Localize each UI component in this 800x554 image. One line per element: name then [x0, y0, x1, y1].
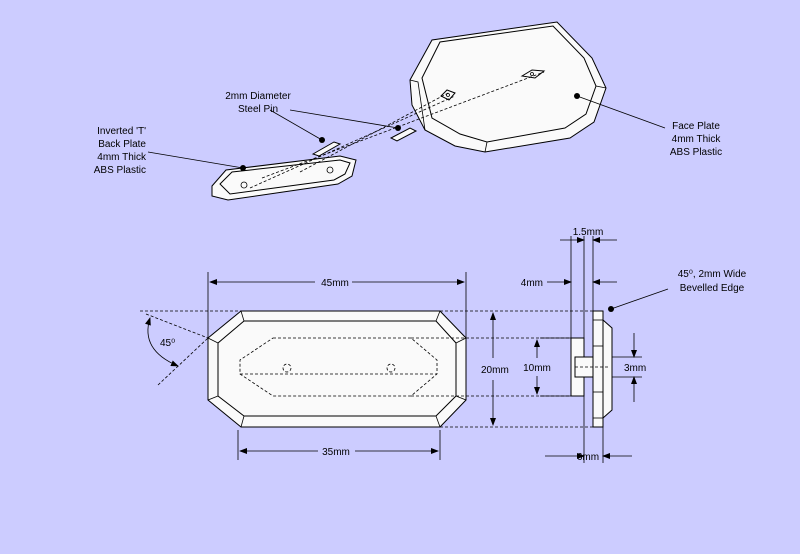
assembly-line-1: [261, 71, 545, 179]
assembly-line-3: [249, 95, 456, 189]
bevel-label-line2: Bevelled Edge: [680, 283, 745, 294]
face-plate-label-line2: 4mm Thick: [672, 134, 722, 145]
dim-20mm: 20mm: [481, 365, 509, 376]
dim-1-5mm: 1.5mm: [573, 227, 604, 238]
back-plate-iso: [211, 155, 357, 201]
front-view: [207, 310, 467, 428]
dim-45mm: 45mm: [321, 278, 349, 289]
face-plate-iso: [409, 21, 607, 153]
pin-label-line1: 2mm Diameter: [225, 91, 291, 102]
back-plate-label-line2: Back Plate: [98, 139, 146, 150]
back-plate-label-line3: 4mm Thick: [97, 152, 147, 163]
dim-35mm: 35mm: [322, 447, 350, 458]
face-plate-label-line1: Face Plate: [672, 121, 720, 132]
dim-10mm: 10mm: [523, 363, 551, 374]
dim-4mm: 4mm: [521, 278, 543, 289]
bevel-label-line1: 45⁰, 2mm Wide: [678, 269, 747, 280]
pin-label-line2: Steel Pin: [238, 104, 278, 115]
dim-6mm: 6mm: [577, 452, 599, 463]
back-plate-label-line1: Inverted 'T': [97, 126, 146, 137]
face-plate-label-line3: ABS Plastic: [670, 147, 722, 158]
back-plate-label-line4: ABS Plastic: [94, 165, 146, 176]
steel-pins-iso: [311, 125, 418, 157]
dim-angle-45: 45⁰: [160, 338, 175, 349]
side-view: [570, 306, 614, 428]
dim-3mm: 3mm: [624, 363, 646, 374]
